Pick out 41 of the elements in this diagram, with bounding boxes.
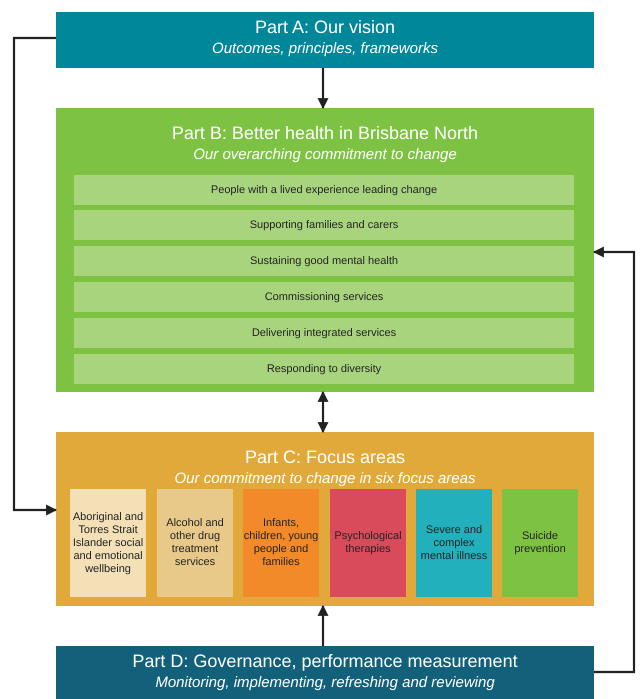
commitment-band: [74, 246, 574, 276]
focus-area-box: [157, 489, 233, 597]
commitment-band: [74, 354, 574, 384]
commitment-band: [74, 282, 574, 312]
area-name: Sustaining good mental health: [250, 254, 398, 268]
arrow: [318, 604, 328, 646]
area-name: Aboriginal and Torres Strait Islander social and emotional wellbeing: [72, 510, 144, 576]
area-name: Supporting families and carers: [250, 218, 398, 232]
section-panel: [56, 432, 594, 606]
part-heading: Part C: Focus areas: [244, 446, 406, 468]
area-name: Alcohol and other drug treatment services: [165, 517, 225, 569]
area-name: Psychological therapies: [333, 530, 403, 556]
area-name: Severe and complex mental illness: [420, 524, 488, 562]
part-heading: Part B: Better health in Brisbane North: [172, 122, 478, 144]
arrow: [12, 36, 58, 516]
area-name: Delivering integrated services: [252, 326, 396, 340]
area-name: People with a lived experience leading change: [210, 184, 438, 196]
area-name: Infants, children, young people and families: [243, 517, 319, 569]
commitment-band: [74, 210, 574, 240]
focus-area-box: [330, 489, 406, 597]
arrow: [318, 390, 328, 434]
arrow: [318, 68, 328, 110]
commitment-band: [74, 318, 574, 348]
part-subheading: Our commitment to change in six focus areas: [174, 470, 476, 488]
focus-area-box: [416, 489, 492, 597]
part-subheading: Monitoring, implementing, refreshing and reviewing: [155, 674, 495, 692]
section-panel: [56, 646, 594, 699]
focus-area-box: [243, 489, 319, 597]
area-name: Commissioning services: [264, 290, 384, 304]
area-name: Suicide prevention: [513, 530, 567, 556]
part-subheading: Outcomes, principles, frameworks: [212, 40, 438, 58]
focus-area-box: [70, 489, 146, 597]
focus-area-box: [502, 489, 578, 597]
section-panel: [56, 108, 594, 392]
arrow: [592, 246, 636, 674]
area-name: Responding to diversity: [266, 362, 382, 376]
commitment-band: [74, 175, 574, 205]
part-subheading: Our overarching commitment to change: [193, 146, 457, 164]
part-heading: Part A: Our vision: [254, 16, 396, 38]
part-heading: Part D: Governance, performance measurement: [132, 650, 518, 672]
section-panel: [56, 12, 594, 68]
